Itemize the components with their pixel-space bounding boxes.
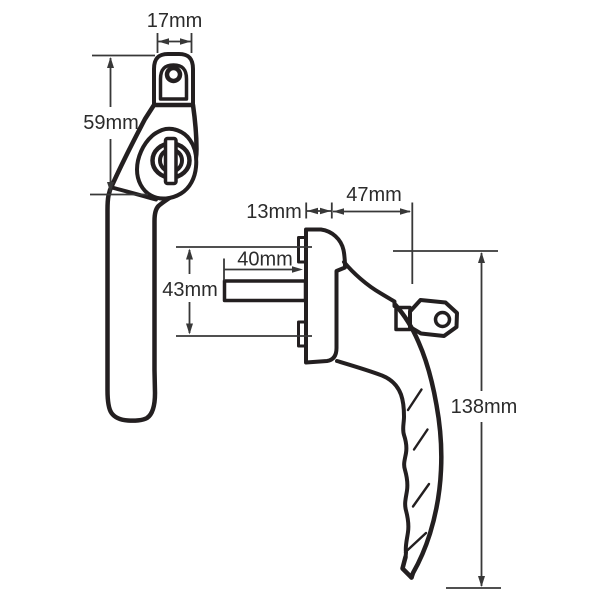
side-spindle — [222, 279, 308, 303]
dim-label-138mm: 138mm — [451, 396, 518, 418]
arrowhead-right — [292, 266, 303, 273]
dim-top-width: 17mm — [147, 10, 203, 53]
side-neck-upper-edge — [342, 260, 397, 308]
side-grip-outer-edge — [393, 302, 444, 580]
dim-label-59mm: 59mm — [83, 112, 139, 134]
dim-backplate-depth: 13mm — [246, 201, 333, 223]
arrowhead-right — [320, 207, 331, 215]
arrowhead-up — [107, 57, 114, 68]
arrowhead-down — [186, 323, 193, 335]
dim-base-height: 59mm — [83, 54, 155, 196]
arrowhead-right — [180, 38, 191, 45]
dim-label-40mm: 40mm — [237, 249, 293, 271]
arrowhead-up — [186, 248, 193, 260]
side-grip-inner-edge — [335, 359, 411, 560]
arrowhead-down — [478, 576, 485, 587]
arrowhead-up — [478, 252, 485, 263]
handle-side-view — [222, 227, 459, 580]
dim-spindle-length: 40mm — [223, 249, 303, 281]
arrowhead-left — [333, 208, 344, 215]
front-screw-hole — [164, 65, 183, 84]
arrowhead-left — [307, 207, 318, 215]
arrowhead-down — [107, 182, 114, 193]
dim-label-13mm: 13mm — [246, 201, 302, 223]
arrowhead-right — [400, 208, 411, 215]
front-key-slot-button — [163, 136, 178, 186]
handle-front-view — [105, 52, 199, 423]
dim-overall-height: 138mm — [393, 250, 518, 589]
dim-label-17mm: 17mm — [147, 10, 203, 32]
front-lever-shoulder-line — [110, 185, 158, 202]
arrowhead-left — [158, 38, 169, 45]
side-grip-tip — [400, 554, 414, 580]
dim-label-43mm: 43mm — [162, 279, 218, 301]
dim-fixing-centres: 43mm — [162, 246, 312, 337]
side-backplate — [304, 227, 347, 365]
side-grip-hatch-marks — [403, 388, 431, 554]
side-key-hole — [433, 310, 452, 329]
dim-projection: 47mm — [333, 184, 414, 284]
dim-label-47mm: 47mm — [346, 184, 402, 206]
